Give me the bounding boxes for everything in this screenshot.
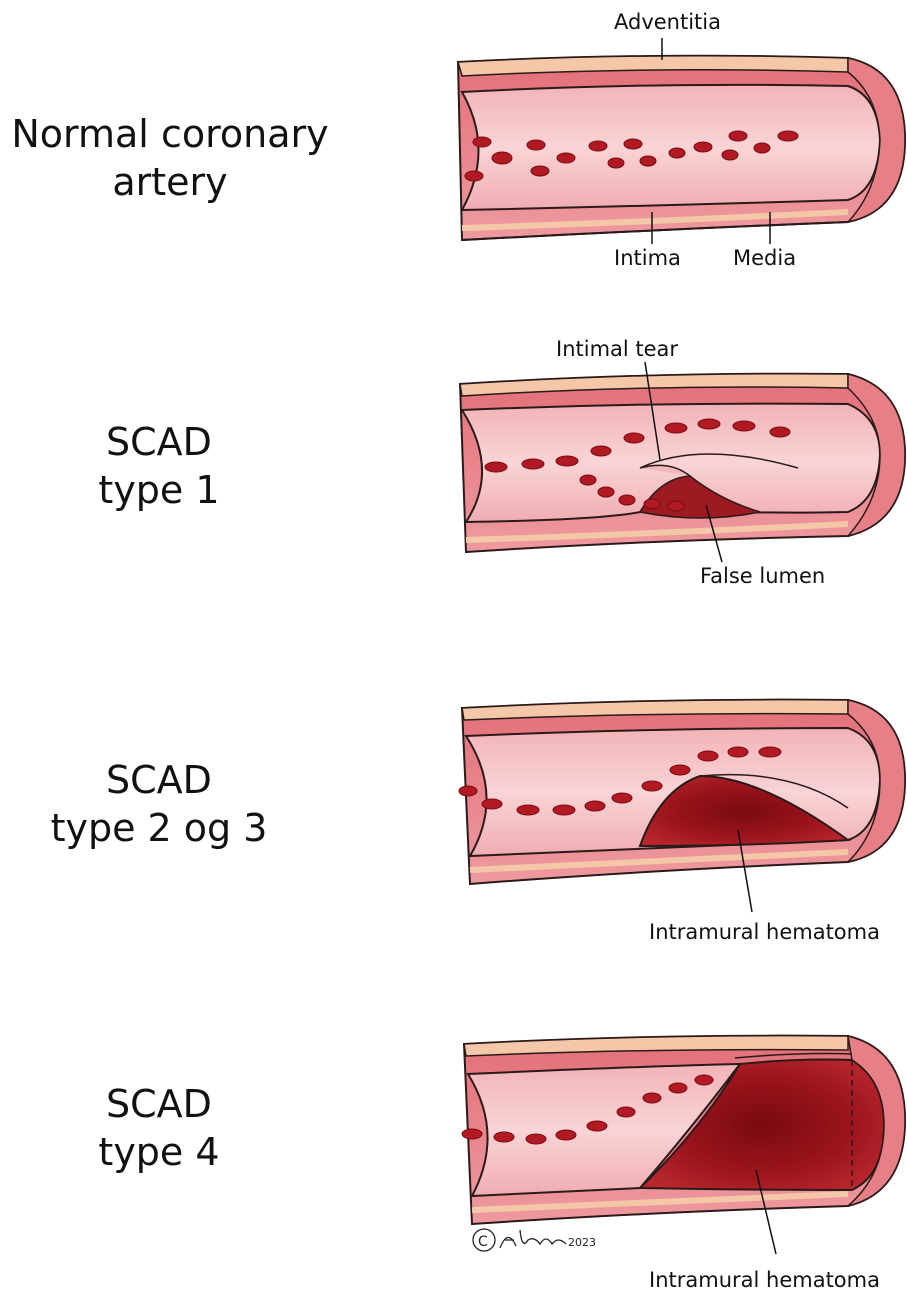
scad-type4-drawing: C 2023 — [462, 1036, 905, 1254]
normal-artery-drawing — [458, 38, 905, 244]
svg-text:2023: 2023 — [568, 1236, 596, 1249]
label-false-lumen: False lumen — [700, 564, 825, 588]
label-intimal-tear: Intimal tear — [556, 337, 678, 361]
scad-type1-drawing — [460, 362, 905, 562]
scad-type23-drawing — [459, 700, 905, 912]
label-intramural-hematoma-2: Intramural hematoma — [649, 1268, 880, 1292]
label-intima: Intima — [614, 246, 681, 270]
svg-text:C: C — [478, 1234, 488, 1250]
label-media: Media — [733, 246, 796, 270]
label-intramural-hematoma-1: Intramural hematoma — [649, 920, 880, 944]
label-adventitia: Adventitia — [614, 10, 721, 34]
signature-mark: C 2023 — [473, 1229, 596, 1251]
